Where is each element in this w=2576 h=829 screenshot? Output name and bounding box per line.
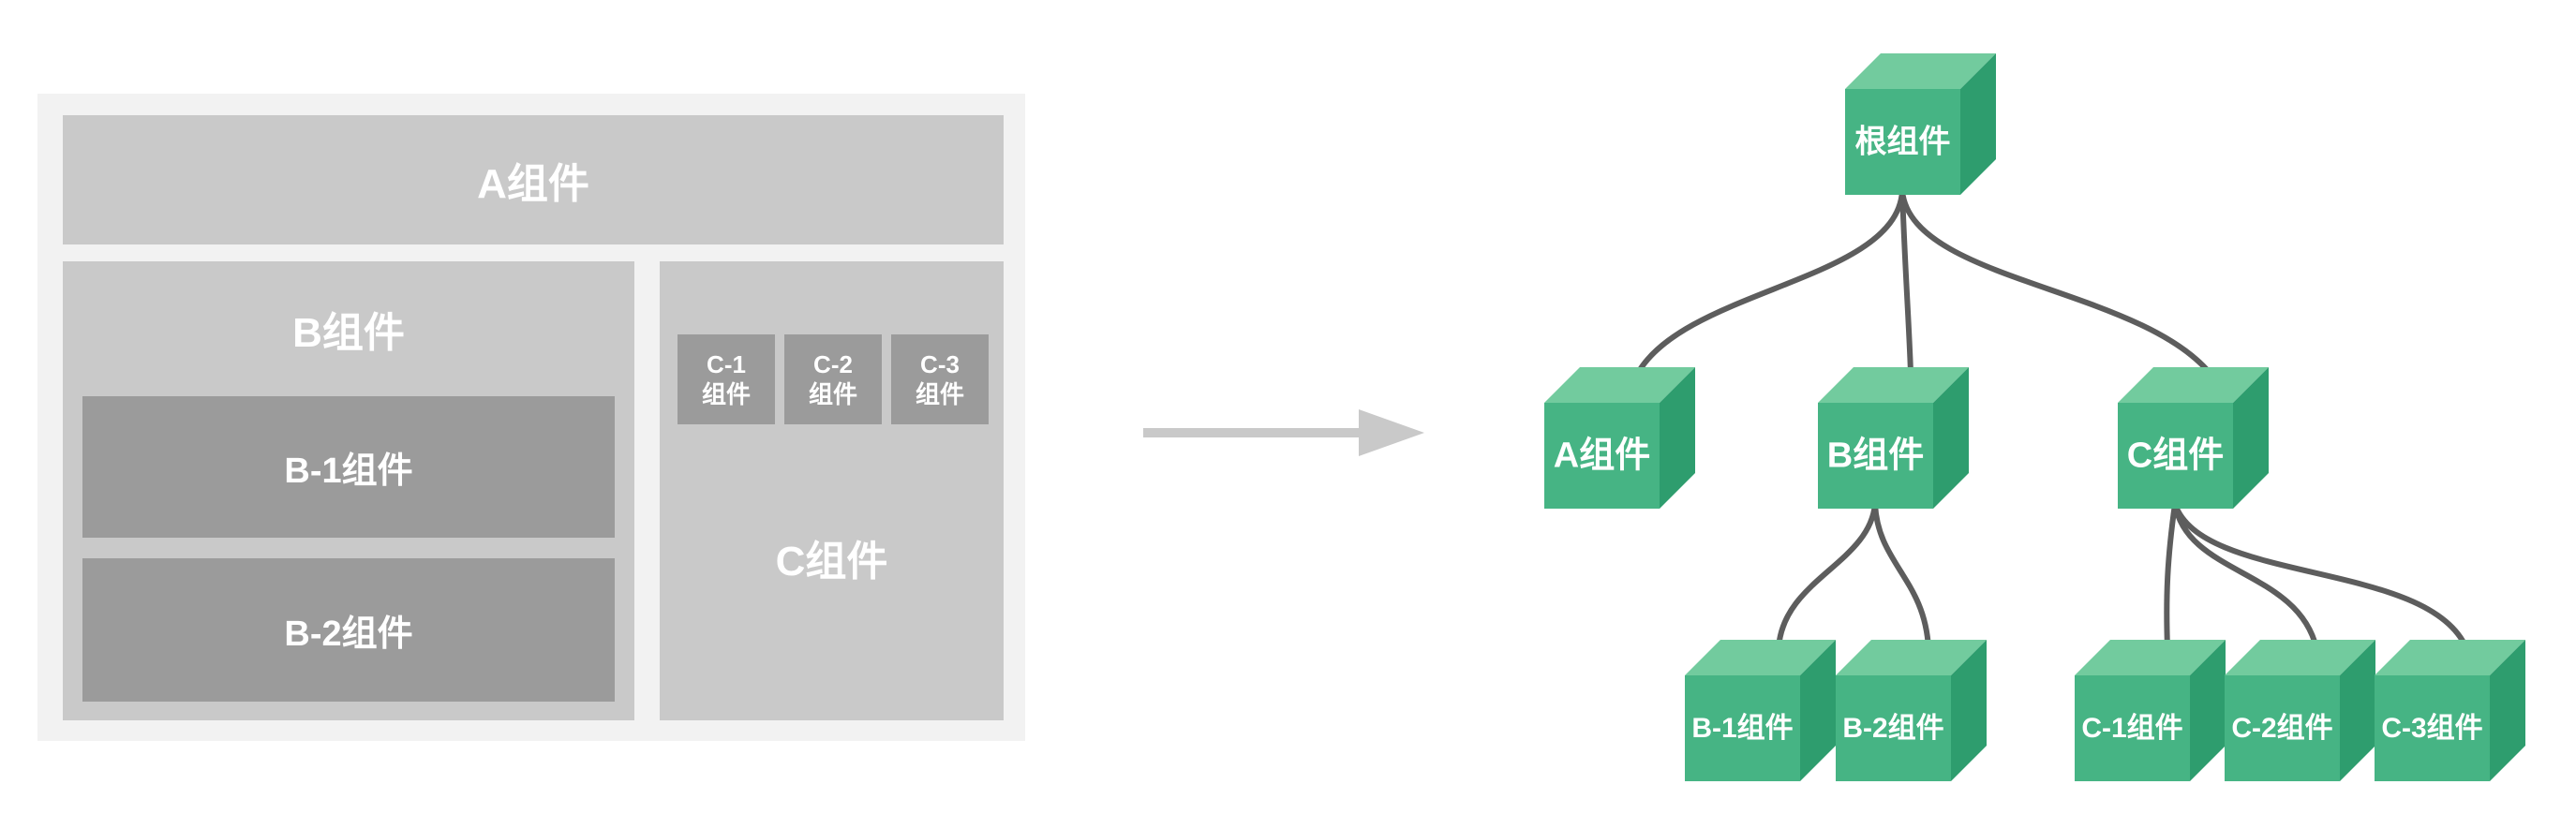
cube-front-face [1836,675,1951,781]
box-component-c1: C-1 组件 [678,334,775,424]
tree-node-b1: B-1组件 [1685,640,1836,781]
cube-front-face [1544,403,1660,509]
tree-node-c2: C-2组件 [2225,640,2375,781]
tree-node-b: B组件 [1818,367,1969,509]
box-component-c3-line2: 组件 [915,380,964,408]
box-component-b: B组件 B-1组件 B-2组件 [63,261,634,720]
tree-node-label-c3: C-3组件 [2381,712,2482,744]
tree-edge-b-b1 [1776,501,1878,651]
tree-node-c1: C-1组件 [2075,640,2226,781]
cube-top-face [2375,640,2525,675]
tree-node-label-c1: C-1组件 [2081,712,2182,744]
tree-node-root: 根组件 [1845,53,1996,195]
box-component-c1-line2: 组件 [701,380,751,408]
tree-node-label-a: A组件 [1554,437,1650,476]
tree-node-c: C组件 [2118,367,2269,509]
cube-front-face [2075,675,2190,781]
cube-front-face [2375,675,2490,781]
tree-node-b2: B-2组件 [1836,640,1987,781]
cube-right-face [1800,640,1836,781]
cube-front-face [2118,403,2233,509]
box-component-c1-line1: C-1 [707,349,746,378]
cube-right-face [2340,640,2375,781]
cube-front-face [2225,675,2340,781]
cube-right-face [2233,367,2269,509]
tree-edge-root-a [1635,188,1905,376]
arrow-shaft [1143,428,1359,437]
box-component-b2: B-2组件 [82,558,615,702]
cube-right-face [2190,640,2226,781]
tree-edge-c-c3 [2172,501,2469,651]
cube-right-face [1660,367,1695,509]
tree-edge-b-b2 [1872,501,1931,651]
cube-right-face [1960,53,1996,195]
tree-edge-root-c [1899,188,2212,376]
box-component-c3: C-3 组件 [891,334,989,424]
box-component-c-label: C组件 [775,539,888,585]
tree-edge-c-c2 [2172,501,2319,651]
cube-right-face [2490,640,2525,781]
arrow-head [1359,409,1424,456]
tree-edge-c-c1 [2164,501,2178,651]
box-component-b1: B-1组件 [82,396,615,538]
cube-top-face [2118,367,2269,403]
cube-front-face [1685,675,1800,781]
tree-node-label-root: 根组件 [1855,125,1951,160]
cube-right-face [1951,640,1987,781]
box-component-c2-line2: 组件 [808,380,857,408]
nested-layout-diagram: A组件 B组件 B-1组件 B-2组件 C-1 组件 C-2 组件 C-3 组件… [37,94,1025,741]
tree-node-a: A组件 [1544,367,1695,509]
box-component-c: C-1 组件 C-2 组件 C-3 组件 C组件 [660,261,1004,720]
cube-top-face [1836,640,1987,675]
box-component-c2-line1: C-2 [813,349,853,378]
tree-node-c3: C-3组件 [2375,640,2525,781]
cube-front-face [1818,403,1933,509]
cube-top-face [1685,640,1836,675]
tree-node-label-b: B组件 [1827,437,1924,476]
cube-top-face [1818,367,1969,403]
right-arrow-icon [1143,409,1424,456]
cube-front-face [1845,89,1960,195]
cube-top-face [2075,640,2226,675]
cube-top-face [2225,640,2375,675]
tree-node-label-b2: B-2组件 [1842,712,1943,744]
box-component-b-label: B组件 [292,310,405,356]
cube-right-face [1933,367,1969,509]
cube-top-face [1845,53,1996,89]
tree-edge-root-b [1899,188,1913,376]
cube-top-face [1544,367,1695,403]
tree-node-label-c2: C-2组件 [2231,712,2332,744]
tree-node-label-b1: B-1组件 [1691,712,1793,744]
box-component-c3-line1: C-3 [920,349,960,378]
box-component-a: A组件 [63,115,1004,244]
tree-node-label-c: C组件 [2127,437,2224,476]
box-component-a-label: A组件 [477,161,589,207]
box-component-c2: C-2 组件 [784,334,882,424]
